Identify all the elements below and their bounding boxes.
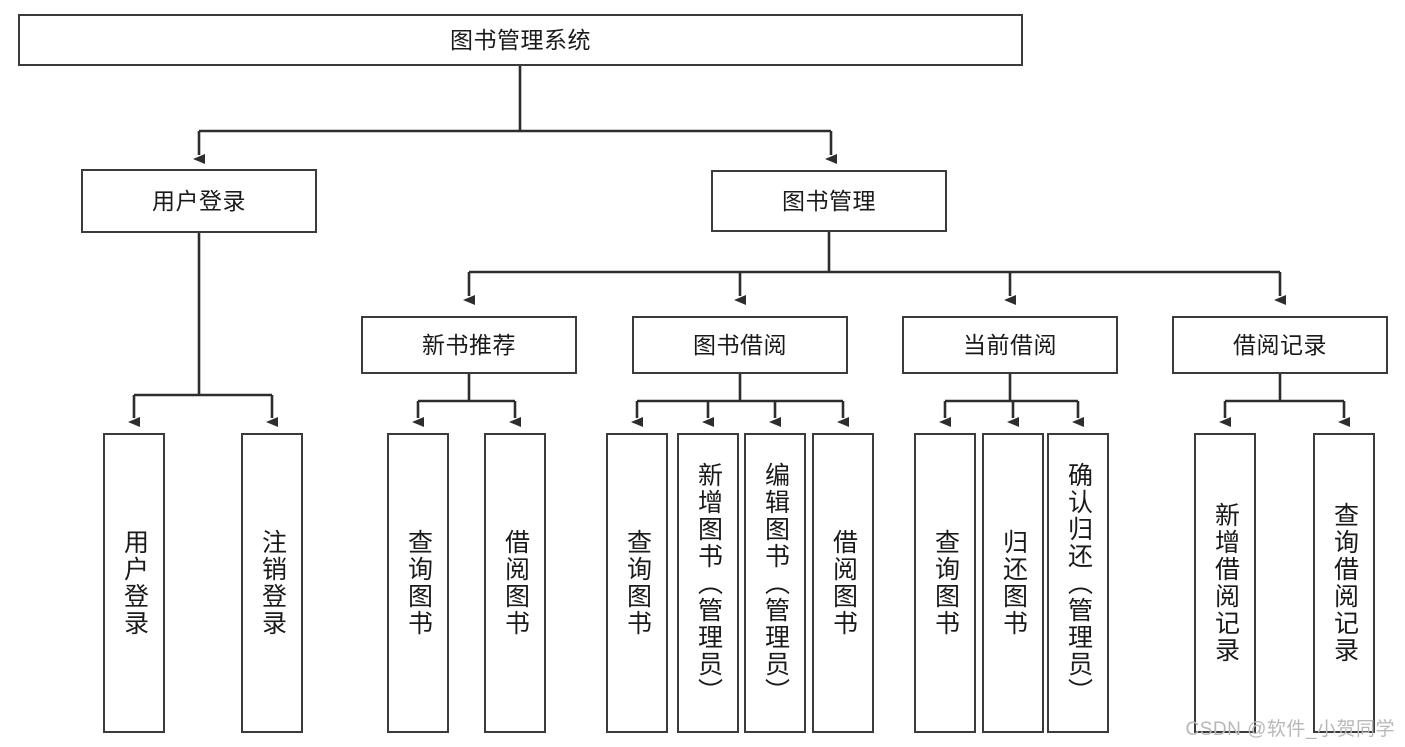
node-new-book-recommend-label: 新书推荐 [422,331,516,358]
node-leaf-add-record[interactable]: 新增借阅记录 [1194,433,1256,733]
node-leaf-query-book-1-label: 查询图书 [404,529,433,637]
node-leaf-query-book-3[interactable]: 查询图书 [914,433,976,733]
node-leaf-user-login[interactable]: 用户登录 [103,433,165,733]
watermark: CSDN @软件_小贺同学 [1185,719,1395,740]
node-leaf-query-book-2[interactable]: 查询图书 [606,433,668,733]
node-leaf-query-book-1[interactable]: 查询图书 [387,433,449,733]
node-leaf-add-book[interactable]: 新增图书（管理员） [677,433,739,733]
node-leaf-edit-book-label: 编辑图书（管理员） [761,461,790,705]
node-leaf-borrow-book-2[interactable]: 借阅图书 [812,433,874,733]
node-leaf-query-book-3-label: 查询图书 [931,529,960,637]
node-leaf-query-book-2-label: 查询图书 [623,529,652,637]
node-borrow-record[interactable]: 借阅记录 [1172,316,1388,374]
node-user-login[interactable]: 用户登录 [81,169,317,233]
node-leaf-borrow-book-1[interactable]: 借阅图书 [484,433,546,733]
node-leaf-return-book[interactable]: 归还图书 [982,433,1044,733]
node-leaf-add-record-label: 新增借阅记录 [1211,502,1240,664]
node-book-manage-label: 图书管理 [782,187,876,214]
node-book-borrow[interactable]: 图书借阅 [632,316,848,374]
node-current-borrow[interactable]: 当前借阅 [902,316,1118,374]
node-leaf-query-record[interactable]: 查询借阅记录 [1313,433,1375,733]
node-leaf-return-book-label: 归还图书 [999,529,1028,637]
node-root[interactable]: 图书管理系统 [18,14,1023,66]
node-borrow-record-label: 借阅记录 [1233,331,1327,358]
node-root-label: 图书管理系统 [450,26,591,53]
node-current-borrow-label: 当前借阅 [963,331,1057,358]
node-leaf-logout-label: 注销登录 [258,529,287,637]
node-leaf-borrow-book-2-label: 借阅图书 [829,529,858,637]
node-leaf-borrow-book-1-label: 借阅图书 [501,529,530,637]
node-leaf-query-record-label: 查询借阅记录 [1330,502,1359,664]
node-leaf-add-book-label: 新增图书（管理员） [694,461,723,705]
node-book-manage[interactable]: 图书管理 [711,170,947,232]
node-new-book-recommend[interactable]: 新书推荐 [361,316,577,374]
node-leaf-edit-book[interactable]: 编辑图书（管理员） [744,433,806,733]
node-leaf-confirm-return[interactable]: 确认归还（管理员） [1047,433,1109,733]
node-user-login-label: 用户登录 [152,187,246,214]
node-leaf-confirm-return-label: 确认归还（管理员） [1064,461,1093,705]
node-leaf-user-login-label: 用户登录 [120,529,149,637]
node-book-borrow-label: 图书借阅 [693,331,787,358]
node-leaf-logout[interactable]: 注销登录 [241,433,303,733]
